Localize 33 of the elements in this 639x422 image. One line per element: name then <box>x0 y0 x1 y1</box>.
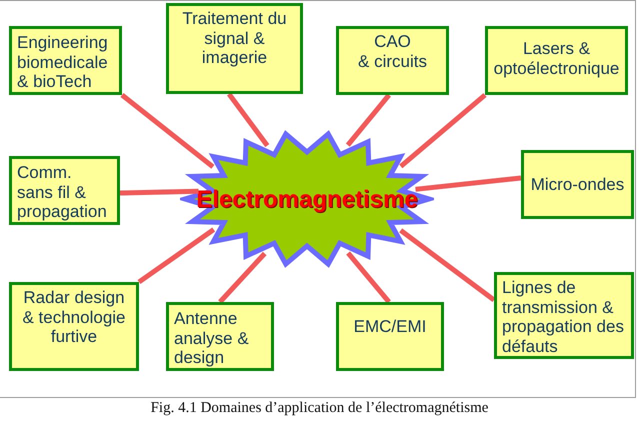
topic-box <box>336 26 449 95</box>
topic-label: Lasers & optoélectronique <box>494 39 620 78</box>
figure-caption: Fig. 4.1 Domaines d’application de l’électromagnétisme <box>150 400 488 417</box>
topic-box <box>336 302 444 371</box>
connector-line <box>138 228 216 284</box>
connector-line <box>346 93 391 147</box>
connector-line <box>218 252 267 304</box>
topic-label: Antenne analyse & design <box>174 309 249 368</box>
topic-box <box>166 3 303 94</box>
topic-label: Micro-ondes <box>530 174 624 194</box>
topic-box <box>494 272 634 359</box>
topic-box <box>521 150 634 219</box>
connector-line <box>399 228 496 302</box>
starburst-shape <box>180 128 434 270</box>
topic-box <box>9 156 120 225</box>
topic-label: EMC/EMI <box>354 317 426 336</box>
hub-label: Electromagnetisme <box>196 186 418 212</box>
connector-line <box>415 176 522 192</box>
connector-line <box>120 188 199 196</box>
topic-label: CAO & circuits <box>358 32 427 71</box>
connector-line <box>399 93 487 168</box>
topic-label: Engineering biomedicale & bioTech <box>17 33 108 92</box>
topic-label: Radar design & technologie furtive <box>22 288 126 346</box>
topic-label: Traitement du signal & imagerie <box>182 9 287 68</box>
connector-line <box>120 93 214 169</box>
topic-box <box>9 26 122 95</box>
topic-label: Lignes de transmission & propagation des défauts <box>502 278 624 356</box>
connector-line <box>346 251 391 304</box>
topic-box <box>9 282 139 371</box>
topic-label: Comm. sans fil & propagation <box>17 163 107 222</box>
connector-line <box>227 92 270 148</box>
topic-box <box>166 302 274 371</box>
topic-box <box>485 26 628 95</box>
